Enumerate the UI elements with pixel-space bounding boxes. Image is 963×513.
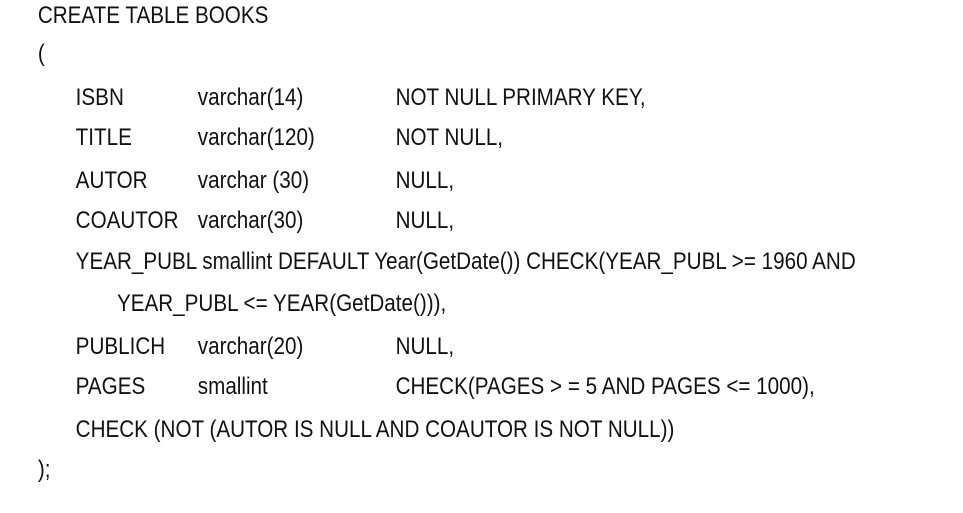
sql-document: CREATE TABLE BOOKS ( ISBN varchar(14) NO… [37,2,856,483]
column-definition-isbn: ISBN varchar(14) NOT NULL PRIMARY KEY, [0,84,946,112]
column-constraint: NOT NULL PRIMARY KEY, [395,84,646,111]
column-name: TITLE [75,124,132,151]
column-name: PUBLICH [75,333,166,360]
open-paren: ( [37,40,45,67]
year-publ-check-continuation: YEAR_PUBL <= YEAR(GetDate())), [116,290,447,317]
column-type: varchar(14) [197,84,304,111]
column-constraint: NULL, [395,167,455,194]
create-table-line: CREATE TABLE BOOKS [37,2,269,29]
column-name: COAUTOR [75,207,179,234]
column-definition-title: TITLE varchar(120) NOT NULL, [0,124,946,152]
column-constraint: NULL, [395,333,455,360]
column-name: AUTOR [75,167,148,194]
column-definition-coautor: COAUTOR varchar(30) NULL, [0,207,946,235]
column-type: smallint [197,373,268,400]
column-definition-pages: PAGES smallint CHECK(PAGES > = 5 AND PAG… [0,373,946,401]
column-constraint: NOT NULL, [395,124,504,151]
column-name: PAGES [75,373,146,400]
column-type: varchar(120) [197,124,315,151]
close-statement: ); [37,456,51,483]
column-type: varchar(30) [197,207,304,234]
table-check-constraint: CHECK (NOT (AUTOR IS NULL AND COAUTOR IS… [75,416,675,443]
column-name: ISBN [75,84,124,111]
column-constraint: CHECK(PAGES > = 5 AND PAGES <= 1000), [395,373,815,400]
column-definition-publich: PUBLICH varchar(20) NULL, [0,333,946,361]
column-type: varchar(20) [197,333,304,360]
column-type: varchar (30) [197,167,310,194]
column-definition-year-publ: YEAR_PUBL smallint DEFAULT Year(GetDate(… [75,248,856,275]
column-definition-autor: AUTOR varchar (30) NULL, [0,167,946,195]
column-constraint: NULL, [395,207,455,234]
